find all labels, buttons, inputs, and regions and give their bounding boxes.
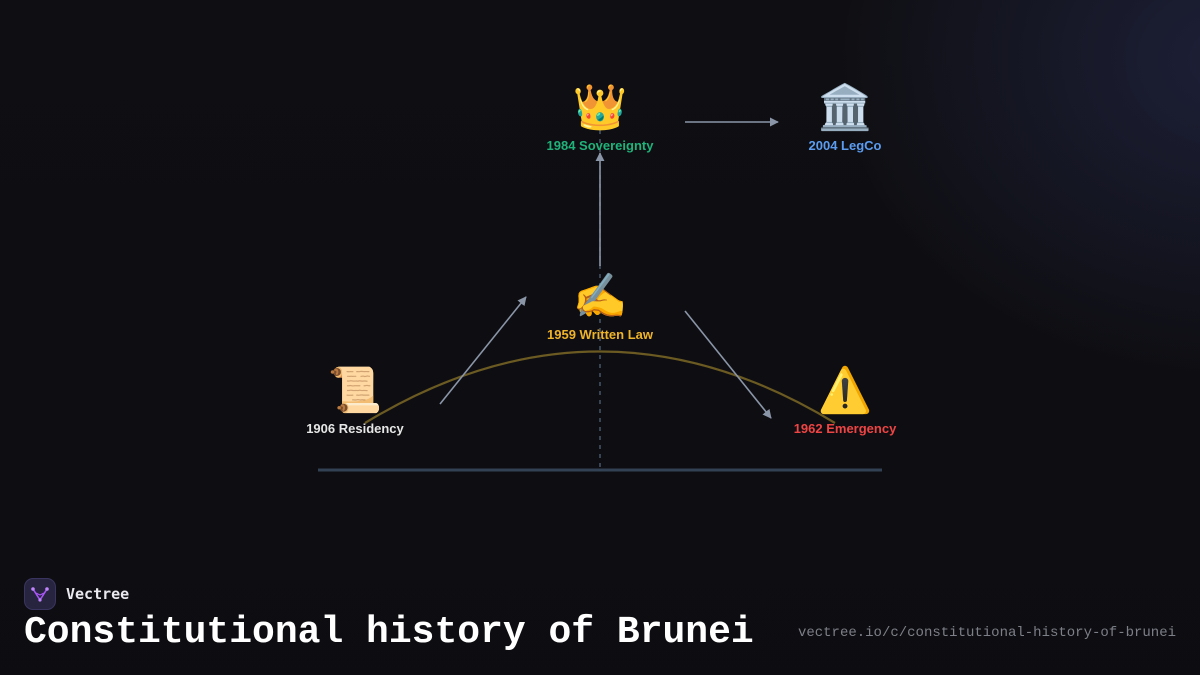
edge-written-law-to-emergency <box>684 310 772 419</box>
node-residency-label: 1906 Residency <box>306 421 404 436</box>
node-residency: 📜 1906 Residency <box>255 365 455 437</box>
node-sovereignty: 👑 1984 Sovereignty <box>500 82 700 154</box>
node-written-law: ✍️ 1959 Written Law <box>500 271 700 343</box>
brand-name: Vectree <box>66 585 130 603</box>
node-written-law-label: 1959 Written Law <box>547 327 653 342</box>
warning-icon: ⚠️ <box>817 365 873 416</box>
scroll-icon: 📜 <box>327 365 383 416</box>
brand[interactable]: Vectree <box>24 577 129 611</box>
vectree-logo-icon <box>24 578 56 610</box>
node-legco: 🏛️ 2004 LegCo <box>745 82 945 154</box>
node-legco-label: 2004 LegCo <box>808 138 882 153</box>
page-url[interactable]: vectree.io/c/constitutional-history-of-b… <box>797 625 1176 641</box>
classical-building-icon: 🏛️ <box>817 82 873 133</box>
page-title: Constitutional history of Brunei <box>24 611 754 654</box>
node-sovereignty-label: 1984 Sovereignty <box>546 138 654 153</box>
node-emergency: ⚠️ 1962 Emergency <box>745 365 945 437</box>
timeline-arc <box>364 350 836 424</box>
writing-hand-icon: ✍️ <box>572 271 628 322</box>
edge-residency-to-written-law <box>439 296 527 405</box>
crown-icon: 👑 <box>572 82 628 133</box>
node-emergency-label: 1962 Emergency <box>793 421 897 436</box>
